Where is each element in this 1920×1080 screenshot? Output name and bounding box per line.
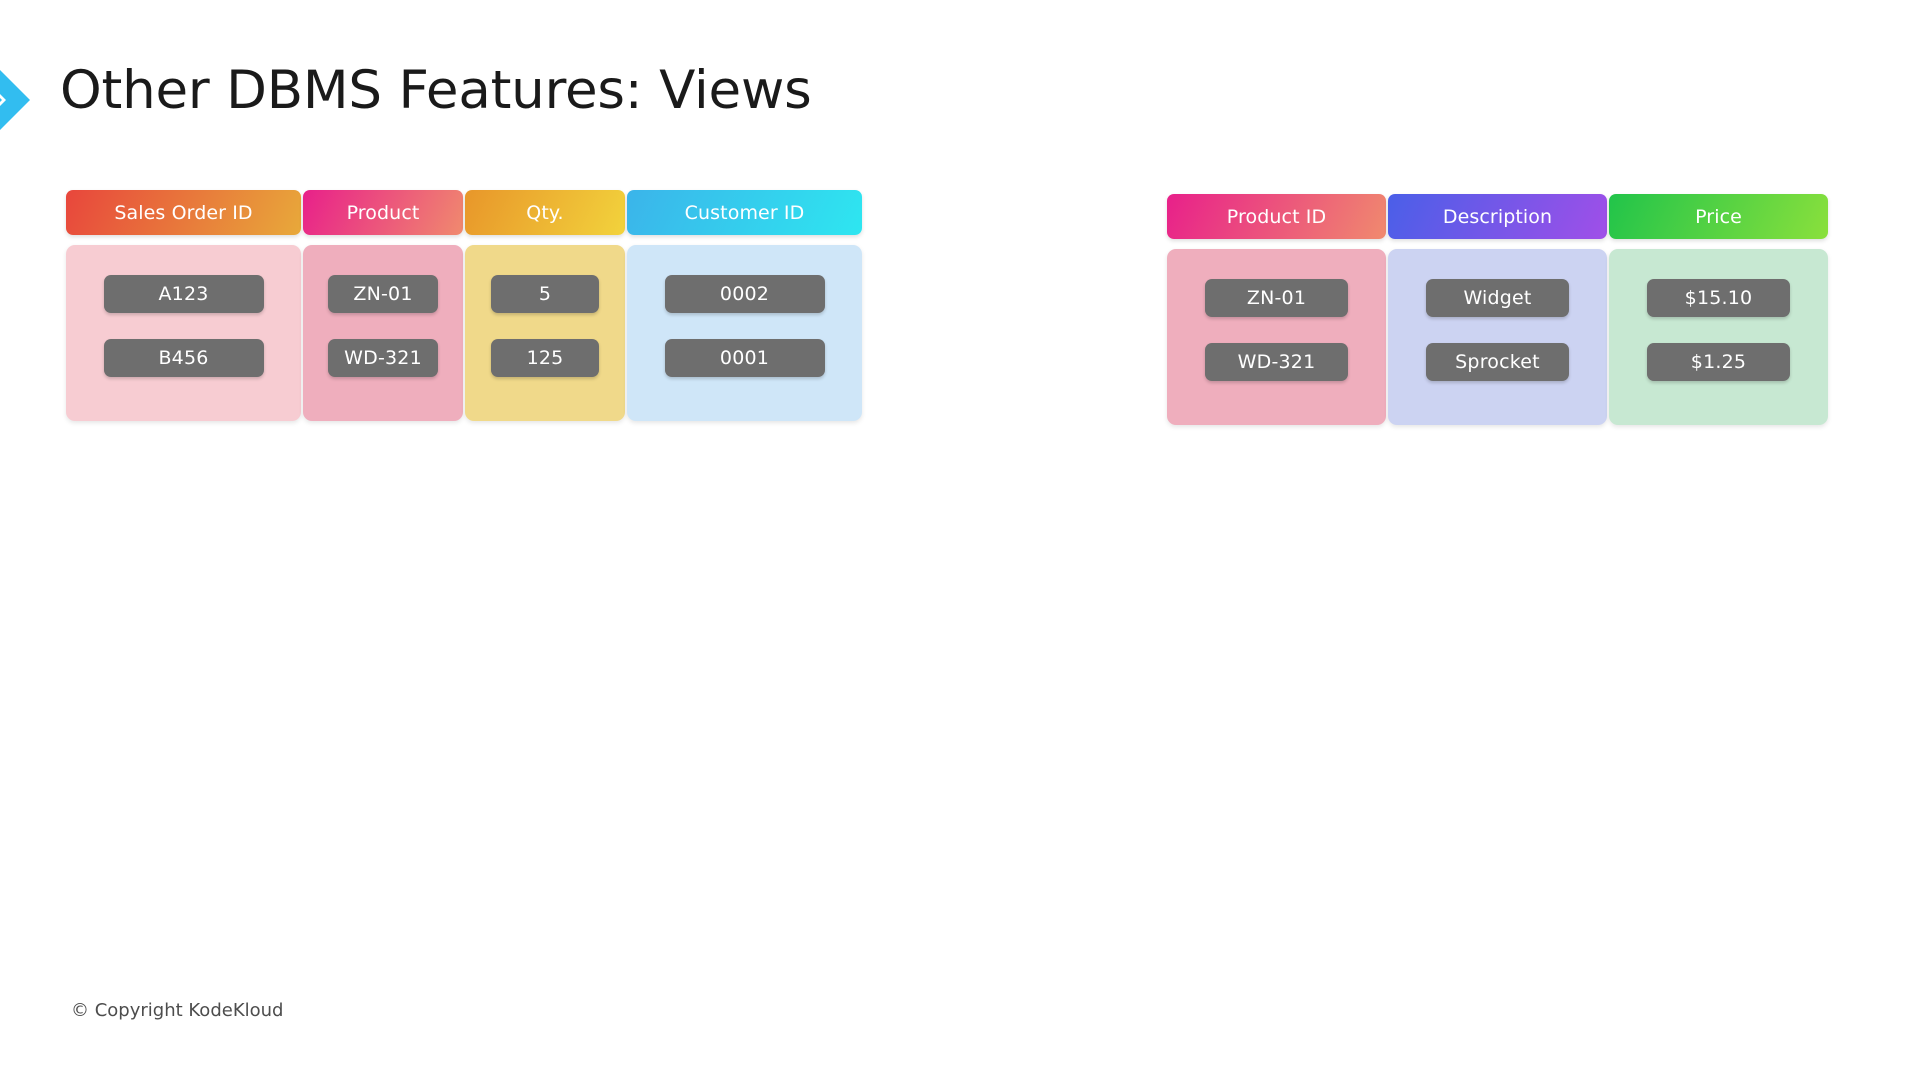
table-cell[interactable]: WD-321 xyxy=(1205,343,1348,381)
table-cell[interactable]: ZN-01 xyxy=(1205,279,1348,317)
column-body: 0002 0001 xyxy=(627,245,862,421)
column-body: 5 125 xyxy=(465,245,625,421)
column-header[interactable]: Product ID xyxy=(1167,194,1386,239)
table-cell[interactable]: ZN-01 xyxy=(328,275,438,313)
table-cell[interactable]: WD-321 xyxy=(328,339,438,377)
table-cell[interactable]: $1.25 xyxy=(1647,343,1790,381)
table-cell[interactable]: 0002 xyxy=(664,275,825,313)
table-column: Price $15.10 $1.25 xyxy=(1609,194,1828,425)
table-column: Qty. 5 125 xyxy=(465,190,625,421)
table-cell[interactable]: 5 xyxy=(491,275,599,313)
column-header[interactable]: Price xyxy=(1609,194,1828,239)
copyright-footer: © Copyright KodeKloud xyxy=(71,1000,284,1021)
column-header[interactable]: Sales Order ID xyxy=(66,190,301,235)
page-title: Other DBMS Features: Views xyxy=(60,60,812,121)
table-cell[interactable]: Sprocket xyxy=(1426,343,1569,381)
column-header[interactable]: Qty. xyxy=(465,190,625,235)
table-cell[interactable]: Widget xyxy=(1426,279,1569,317)
table-column: Customer ID 0002 0001 xyxy=(627,190,862,421)
table-cell[interactable]: 0001 xyxy=(664,339,825,377)
column-body: $15.10 $1.25 xyxy=(1609,249,1828,425)
table-cell[interactable]: B456 xyxy=(103,339,264,377)
table-cell[interactable]: 125 xyxy=(491,339,599,377)
chevron-right-icon xyxy=(0,56,30,144)
table-cell[interactable]: A123 xyxy=(103,275,264,313)
table-cell[interactable]: $15.10 xyxy=(1647,279,1790,317)
column-header[interactable]: Customer ID xyxy=(627,190,862,235)
column-header[interactable]: Description xyxy=(1388,194,1607,239)
column-header[interactable]: Product xyxy=(303,190,463,235)
